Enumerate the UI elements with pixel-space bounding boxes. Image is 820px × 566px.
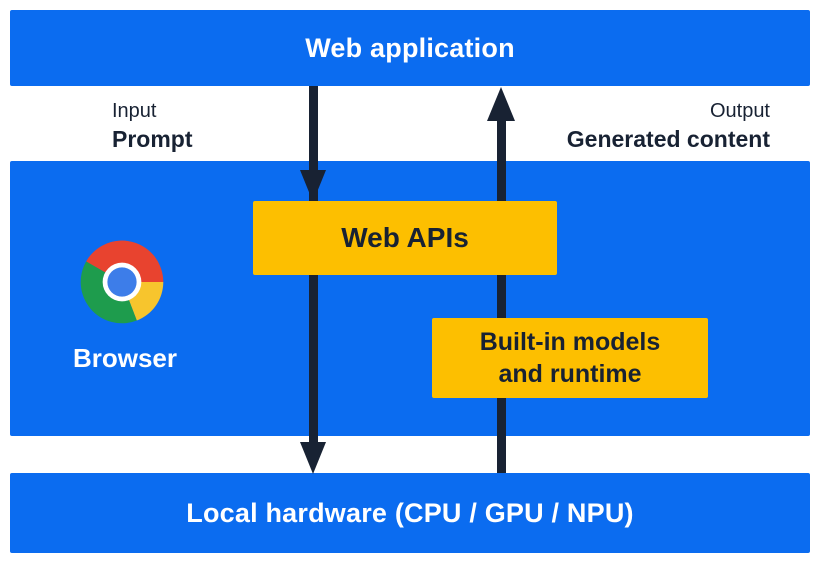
chrome-logo-svg <box>80 240 164 324</box>
web-application-bar: Web application <box>10 10 810 86</box>
builtin-models-label-line2: and runtime <box>498 360 642 388</box>
chrome-logo-icon <box>79 239 165 325</box>
input-flow-label: Input Prompt <box>112 99 193 154</box>
web-apis-label: Web APIs <box>341 222 469 253</box>
prompt-down-arrowhead-web-apis <box>300 170 326 202</box>
web-application-label: Web application <box>305 32 515 63</box>
input-caption: Input <box>112 100 157 122</box>
generated-up-arrow-shaft <box>497 118 506 473</box>
output-caption: Output <box>709 100 770 122</box>
local-hardware-bar: Local hardware (CPU / GPU / NPU) <box>10 473 810 553</box>
chrome-logo-red-overlay <box>86 240 164 282</box>
builtin-models-label-line1: Built-in models <box>479 328 661 356</box>
prompt-down-arrowhead-hardware <box>300 442 326 474</box>
web-apis-box: Web APIs <box>253 201 557 275</box>
generated-content-label: Generated content <box>566 126 770 152</box>
output-flow-label: Output Generated content <box>567 99 770 154</box>
builtin-models-box: Built-in models and runtime <box>432 318 708 398</box>
prompt-label: Prompt <box>112 126 193 152</box>
local-hardware-label: Local hardware (CPU / GPU / NPU) <box>186 497 634 528</box>
browser-label: Browser <box>72 343 178 373</box>
generated-up-arrowhead <box>487 87 515 121</box>
chrome-logo-blue-center <box>107 267 137 297</box>
